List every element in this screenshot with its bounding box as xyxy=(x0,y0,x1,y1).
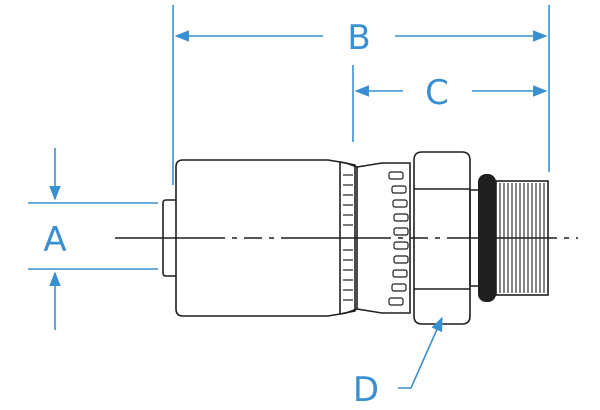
hex-nut xyxy=(413,151,471,325)
dimension-labels: B C A D xyxy=(43,18,449,410)
crimp-ring xyxy=(339,161,356,315)
label-d: D xyxy=(353,370,379,410)
fitting-outline xyxy=(162,151,481,325)
label-a: A xyxy=(43,220,66,260)
label-b: B xyxy=(347,18,370,58)
crimp-knurl xyxy=(343,174,353,301)
dimension-d-leader xyxy=(398,316,443,389)
label-c: C xyxy=(425,73,449,113)
collar-slots xyxy=(388,171,409,306)
dimension-lines xyxy=(28,5,550,389)
